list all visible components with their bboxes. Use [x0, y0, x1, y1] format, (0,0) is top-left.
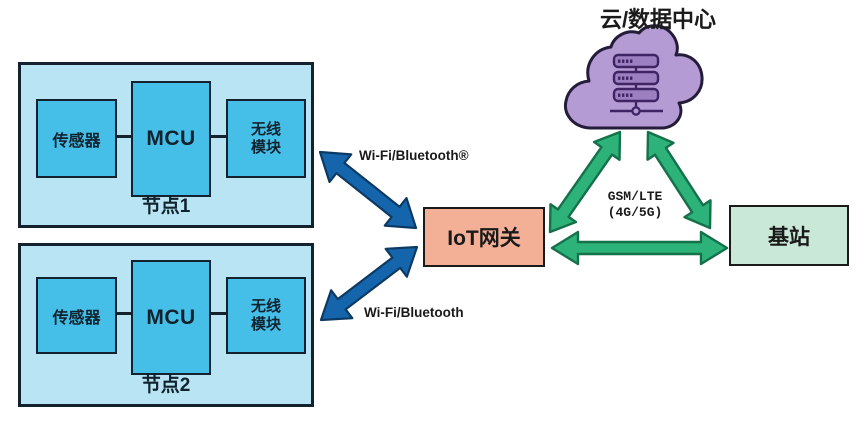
gsm-arrow-gateway-cloud: [548, 130, 622, 234]
connector-sensor-mcu: [113, 135, 133, 138]
node1-mcu-label: MCU: [146, 127, 196, 150]
node1-label: 节点1: [141, 196, 191, 217]
node1-sensor-box: 传感器: [36, 99, 117, 178]
wifi-arrow-node1-gateway: [318, 150, 418, 230]
node2-wireless-box: 无线模块: [226, 277, 306, 354]
wifi-bluetooth-bottom-label: Wi-Fi/Bluetooth: [364, 305, 464, 320]
wifi-arrow-node2-gateway: [319, 245, 419, 322]
node2-sensor-box: 传感器: [36, 277, 117, 354]
node2-box: 传感器 MCU 无线模块 节点2: [18, 243, 314, 407]
connector-mcu-wireless: [204, 312, 228, 315]
connector-mcu-wireless: [204, 135, 228, 138]
node2-mcu-label: MCU: [146, 305, 196, 329]
node1-wireless-label: 无线模块: [250, 120, 281, 156]
node2-label: 节点2: [141, 375, 191, 396]
wifi-bluetooth-top-label: Wi-Fi/Bluetooth®: [359, 148, 469, 163]
gsm-lte-label-line2: (4G/5G): [607, 205, 663, 220]
node2-wireless-label: 无线模块: [250, 297, 281, 333]
node1-mcu-box: MCU: [131, 81, 211, 197]
node1-sensor-label: 传感器: [52, 132, 101, 150]
node1-box: 传感器 MCU 无线模块 节点1: [18, 62, 314, 228]
node2-mcu-box: MCU: [131, 260, 211, 375]
gsm-arrow-gateway-base: [550, 230, 729, 266]
connector-sensor-mcu: [113, 312, 133, 315]
gsm-lte-label: GSM/LTE (4G/5G): [580, 189, 690, 221]
node1-wireless-box: 无线模块: [226, 99, 306, 178]
cloud-title: 云/数据中心: [599, 7, 717, 32]
node2-sensor-label: 传感器: [52, 309, 101, 327]
iot-gateway-label: IoT网关: [447, 227, 521, 250]
server-led-dots: [618, 59, 633, 97]
cloud-icon: [563, 24, 704, 130]
base-station-label: 基站: [768, 225, 810, 249]
gsm-arrow-cloud-base: [646, 130, 712, 230]
server-icon: [610, 53, 663, 116]
base-station-box: 基站: [729, 205, 849, 266]
gsm-lte-label-line1: GSM/LTE: [607, 189, 663, 204]
iot-gateway-box: IoT网关: [423, 207, 545, 267]
